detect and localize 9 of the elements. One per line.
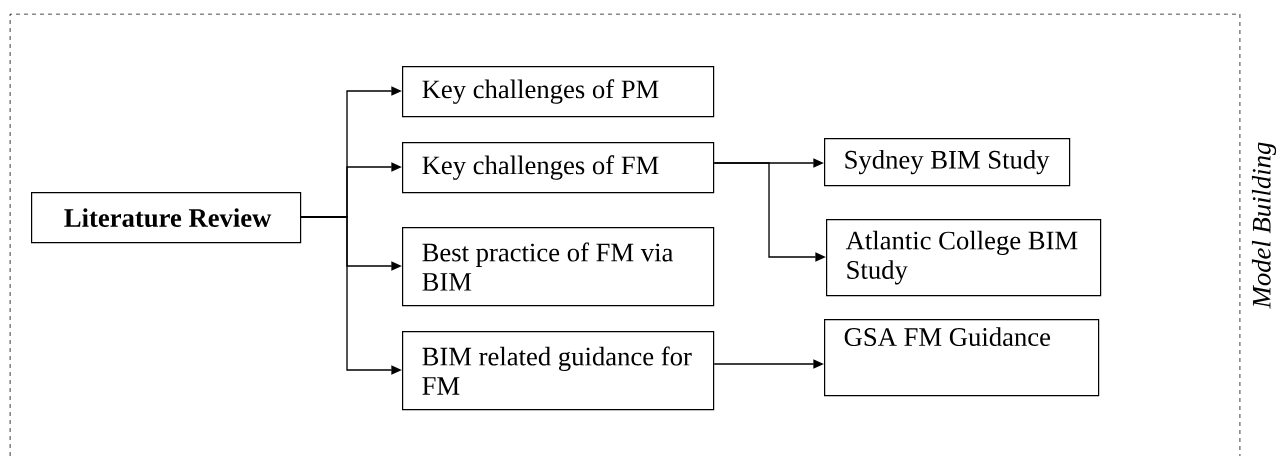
text-box: Sydney BIM Study <box>824 138 1071 187</box>
text-box: GSA FM Guidance <box>824 319 1100 397</box>
text-box: BIM related guidance for FM <box>402 331 715 411</box>
text-box: Key challenges of FM <box>402 142 715 194</box>
text-box: Best practice of FM via BIM <box>402 227 715 307</box>
text-box: Literature Review <box>31 192 302 244</box>
frame-label: Model Building <box>1251 142 1277 309</box>
text-box: Atlantic College BIM Study <box>826 219 1102 297</box>
text-box: Key challenges of PM <box>402 66 715 118</box>
